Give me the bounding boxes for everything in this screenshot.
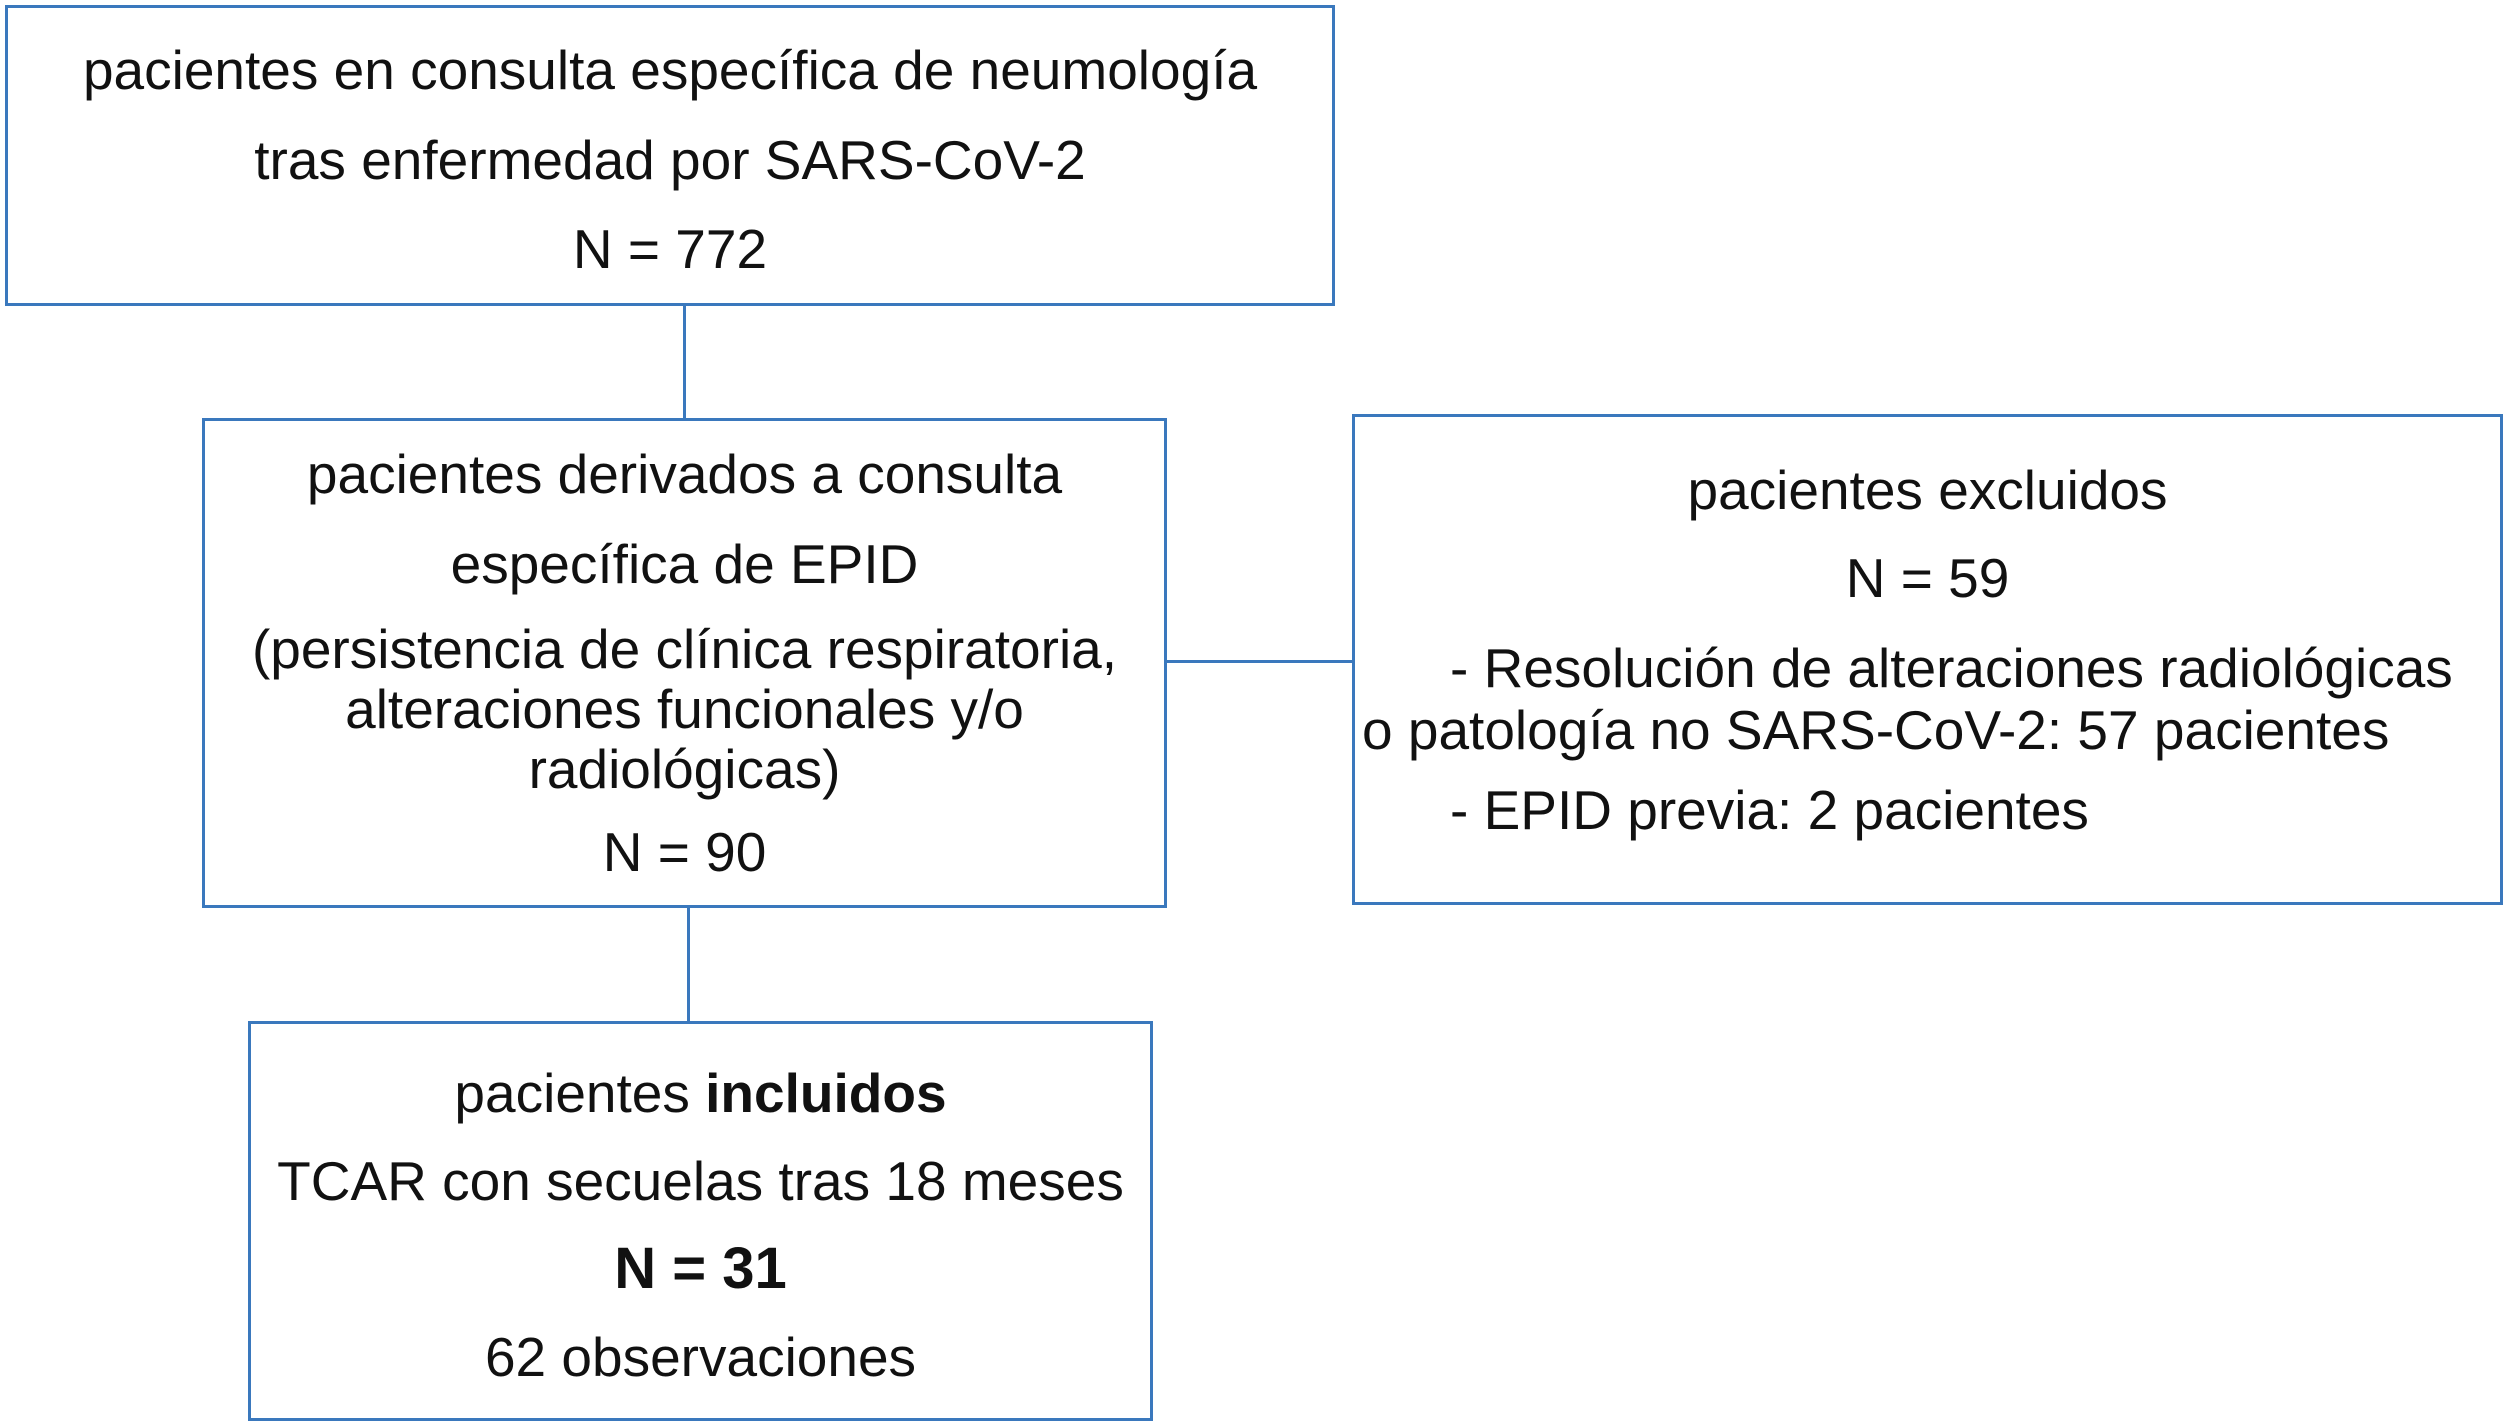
box-referred-patients: pacientes derivados a consulta específic…	[202, 418, 1167, 908]
box-total-line2: tras enfermedad por SARS-CoV-2	[254, 129, 1086, 191]
box-total-count: N = 772	[572, 218, 768, 280]
box-included-count: N = 31	[614, 1236, 787, 1301]
box-included-subtitle: TCAR con secuelas tras 18 meses	[277, 1150, 1124, 1212]
box-excluded-item1-line1: - Resolución de alteraciones radiológica…	[1450, 637, 2453, 699]
box-referred-criteria: (persistencia de clínica respiratoria, a…	[251, 618, 1118, 800]
connector-middle-to-excluded	[1166, 660, 1353, 663]
box-excluded-item2: - EPID previa: 2 pacientes	[1450, 779, 2089, 841]
box-included-title-prefix: pacientes	[454, 1062, 706, 1124]
box-included-title: pacientes incluidos	[251, 1062, 1150, 1124]
box-excluded-item1-line2: o patología no SARS-CoV-2: 57 pacientes	[1362, 699, 2390, 761]
connector-middle-to-included	[687, 906, 690, 1023]
box-referred-line1: pacientes derivados a consulta	[306, 443, 1063, 505]
connector-top-to-middle	[683, 304, 686, 420]
box-total-line1: pacientes en consulta específica de neum…	[82, 39, 1258, 101]
box-referred-line2: específica de EPID	[450, 533, 919, 595]
box-excluded-count: N = 59	[1845, 547, 2010, 609]
box-excluded-patients: pacientes excluidos N = 59 - Resolución …	[1352, 414, 2503, 905]
box-excluded-title: pacientes excluidos	[1687, 459, 2168, 521]
box-included-patients: pacientes incluidos TCAR con secuelas tr…	[248, 1021, 1153, 1421]
box-included-title-bold: incluidos	[705, 1062, 947, 1124]
box-included-observations: 62 observaciones	[484, 1326, 917, 1388]
box-referred-count: N = 90	[602, 821, 767, 883]
box-total-patients: pacientes en consulta específica de neum…	[5, 5, 1335, 306]
